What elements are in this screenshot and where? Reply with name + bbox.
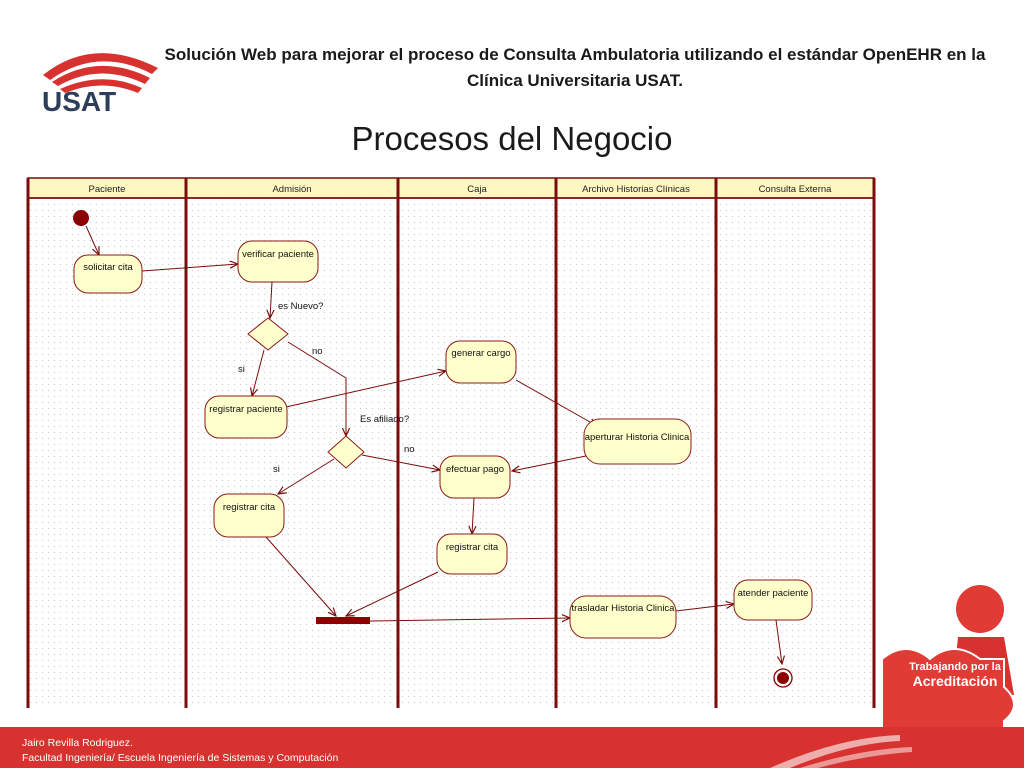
lane-header-admision: Admisión: [272, 184, 311, 195]
activity-label: trasladar Historia Clinica: [572, 603, 676, 614]
activity-label: registrar cita: [223, 502, 276, 513]
activity-label: registrar paciente: [209, 404, 282, 415]
edge-verificar-decision1: [270, 281, 272, 318]
edge-efectuar-registrar-cita: [472, 497, 474, 534]
activity-label: aperturar Historia Clinica: [585, 432, 690, 443]
activity-node: [445, 340, 517, 384]
logo-swoosh-1: [43, 53, 158, 80]
edge-decision1-decision2: [287, 341, 346, 436]
activity-node: [204, 395, 288, 439]
logo-text: USAT: [42, 86, 116, 117]
badge-line1: Trabajando por la: [909, 661, 1001, 673]
footer-swoosh: [770, 735, 900, 768]
activity-label: generar cargo: [451, 348, 510, 359]
activity-node: [436, 533, 508, 575]
badge-puzzle-piece: [881, 648, 1015, 750]
diagram-grid: [28, 198, 874, 708]
footer-swoosh: [800, 747, 912, 768]
edge-solicitar-verificar: [141, 264, 238, 272]
activity-node: [73, 254, 143, 294]
edge-decision2-registrar-cita: [278, 458, 335, 494]
guard-label: no: [312, 346, 323, 357]
activity-node: [583, 418, 692, 465]
activity-label: atender paciente: [738, 588, 809, 599]
activity-label: solicitar cita: [83, 262, 133, 273]
activity-node: [439, 455, 511, 499]
edge-atender-end: [775, 619, 782, 664]
start-node: [73, 210, 89, 226]
logo-swoosh-2: [52, 65, 150, 86]
footer-author: Jairo Revilla Rodriguez.: [22, 737, 133, 749]
edge-trasladar-atender: [675, 604, 734, 612]
edge-aperturar-efectuar: [512, 455, 587, 471]
section-title: Procesos del Negocio: [351, 120, 673, 157]
decision-node: [247, 317, 289, 351]
lane-header-archivo: Archivo Historias Clínicas: [582, 184, 690, 195]
edge-decision1-registrar-paciente: [252, 349, 265, 396]
edge-registrar-generar: [285, 371, 446, 408]
edge-start-solicitar: [85, 225, 99, 255]
badge-text: Trabajando por la Acreditación: [900, 661, 1010, 689]
footer-text: Jairo Revilla Rodriguez. Facultad Ingeni…: [22, 736, 338, 766]
lane-header-bar: [27, 177, 875, 199]
edge-generar-aperturar: [515, 379, 597, 426]
decision-node: [327, 435, 365, 469]
guard-label: si: [238, 364, 245, 375]
decision-label: Es afiliado?: [360, 414, 409, 425]
footer-faculty: Facultad Ingeniería/ Escuela Ingeniería …: [22, 752, 339, 764]
sync-bar: [316, 617, 370, 624]
edge-registrar-cita-fork: [265, 536, 336, 616]
usat-logo: USAT: [38, 40, 168, 120]
activity-label: verificar paciente: [242, 249, 314, 260]
activity-node: [237, 240, 319, 283]
edge-fork-trasladar: [369, 618, 570, 621]
end-node-inner: [777, 672, 789, 684]
logo-swoosh-3: [60, 79, 142, 93]
guard-label: no: [404, 444, 415, 455]
lane-header-caja: Caja: [467, 184, 487, 195]
activity-node: [213, 493, 285, 538]
lane-header-paciente: Paciente: [89, 184, 126, 195]
badge-head: [956, 585, 1004, 633]
badge-line2: Acreditación: [912, 673, 998, 689]
activity-label: registrar cita: [446, 542, 499, 553]
slide-header-title: Solución Web para mejorar el proceso de …: [164, 45, 986, 90]
decision-label: es Nuevo?: [278, 301, 323, 312]
lane-header-consulta: Consulta Externa: [759, 184, 833, 195]
edge-registrar-cita2-fork: [346, 571, 439, 616]
activity-node: [733, 579, 813, 621]
guard-label: si: [273, 464, 280, 475]
edge-decision2-efectuar: [361, 454, 440, 470]
flow-edges: [85, 225, 782, 664]
footer-bar: Jairo Revilla Rodriguez. Facultad Ingeni…: [0, 727, 1024, 768]
activity-node: [569, 595, 677, 639]
activity-label: efectuar pago: [446, 464, 504, 475]
